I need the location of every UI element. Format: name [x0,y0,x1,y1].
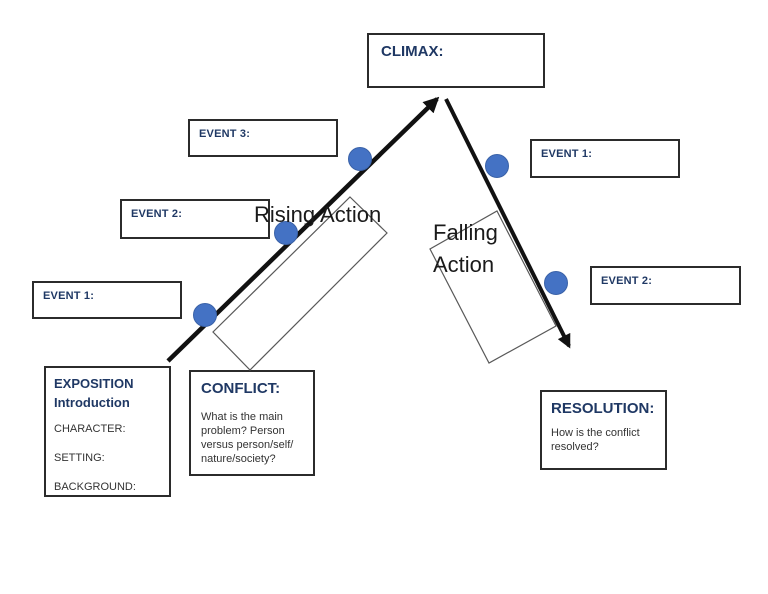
exposition-field-background: BACKGROUND: [54,481,136,493]
plot-point-marker-falling-1 [485,154,509,178]
event-box-rising-2[interactable]: EVENT 2: [120,199,270,239]
event-box-rising-3[interactable]: EVENT 3: [188,119,338,157]
climax-box[interactable]: CLIMAX: [367,33,545,88]
conflict-description: What is the main problem? Person versus … [201,411,294,465]
exposition-title: EXPOSITION [54,376,134,391]
event-box-rising-1[interactable]: EVENT 1: [32,281,182,319]
exposition-field-setting: SETTING: [54,452,105,464]
event-label: EVENT 3: [199,128,251,140]
conflict-box[interactable]: CONFLICT: What is the main problem? Pers… [189,370,315,476]
climax-label: CLIMAX: [381,43,444,60]
resolution-description: How is the conflict resolved? [551,427,640,453]
event-label: EVENT 1: [541,148,593,160]
event-label: EVENT 2: [131,208,183,220]
resolution-box[interactable]: RESOLUTION: How is the conflict resolved… [540,390,667,470]
exposition-subtitle: Introduction [54,395,130,410]
falling-action-label: Falling Action [433,220,498,277]
plot-point-marker-rising-3 [348,147,372,171]
event-box-falling-2[interactable]: EVENT 2: [590,266,741,305]
plot-point-marker-rising-1 [193,303,217,327]
exposition-field-character: CHARACTER: [54,423,126,435]
rising-action-label: Rising Action [254,202,382,227]
event-label: EVENT 1: [43,290,95,302]
conflict-title: CONFLICT: [201,380,281,397]
event-box-falling-1[interactable]: EVENT 1: [530,139,680,178]
resolution-title: RESOLUTION: [551,400,655,417]
exposition-box[interactable]: EXPOSITION Introduction CHARACTER: SETTI… [44,366,171,497]
event-label: EVENT 2: [601,275,653,287]
plot-point-marker-falling-2 [544,271,568,295]
